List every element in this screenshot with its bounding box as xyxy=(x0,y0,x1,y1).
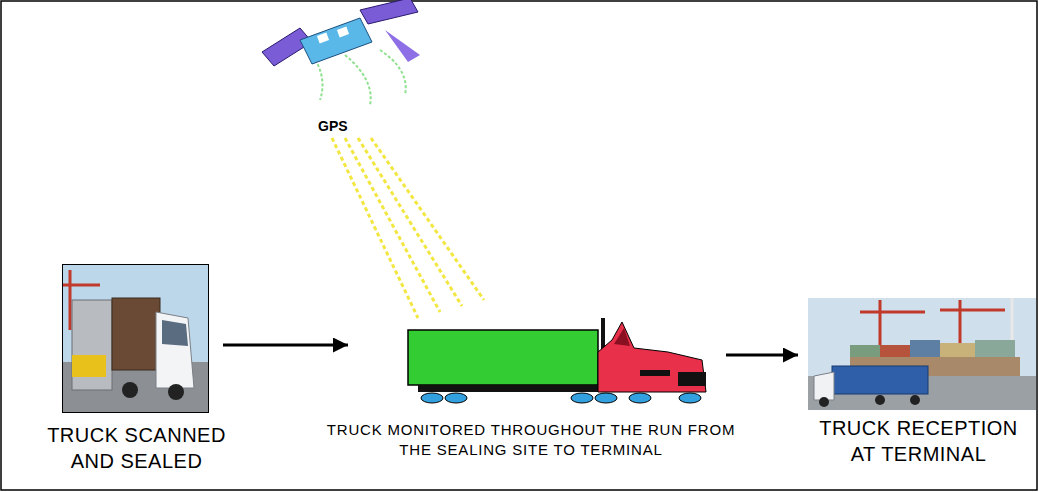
truck-cab xyxy=(814,372,834,400)
wheel xyxy=(875,395,885,405)
scanner-gate xyxy=(72,300,112,390)
gps-beams xyxy=(332,138,484,318)
terminal-photo xyxy=(808,298,1036,410)
bumper xyxy=(678,372,706,386)
scanner-band xyxy=(72,355,106,377)
container-stack xyxy=(910,340,940,357)
satellite xyxy=(262,0,420,105)
photo-box: TRUCK RECEPTION AT TERMINAL xyxy=(800,297,1037,411)
truck-illustration xyxy=(408,318,706,403)
wheel xyxy=(629,393,651,403)
wheel xyxy=(819,397,829,407)
crane xyxy=(62,284,100,287)
truck-node: TRUCK MONITORED THROUGHOUT THE RUN FROM … xyxy=(350,300,712,410)
satellite-body xyxy=(300,18,372,64)
photo-box: TRUCK SCANNED AND SEALED xyxy=(62,264,209,413)
solar-panel xyxy=(360,0,418,24)
signal-arc xyxy=(380,50,406,95)
container xyxy=(832,366,928,394)
cab-window xyxy=(614,328,630,346)
wheel xyxy=(910,395,920,405)
satellite-detail xyxy=(337,27,349,38)
flow-arrow xyxy=(726,354,798,357)
crane xyxy=(860,311,925,314)
truck-cab xyxy=(598,322,706,392)
gps-label: GPS xyxy=(318,118,348,134)
truck-cab xyxy=(156,312,194,388)
fuel-tank xyxy=(640,370,670,376)
chassis xyxy=(418,385,603,392)
gps-beam xyxy=(358,138,462,306)
sky xyxy=(63,265,208,412)
trailer xyxy=(408,330,598,385)
container-stack xyxy=(975,340,1015,357)
wheel xyxy=(445,393,467,403)
container-stack xyxy=(880,345,910,357)
wheel xyxy=(122,382,138,398)
container xyxy=(112,298,160,370)
gps-beam xyxy=(371,138,484,300)
wheel xyxy=(679,393,701,403)
wheel xyxy=(168,384,184,400)
node-caption: TRUCK SCANNED AND SEALED xyxy=(29,422,244,474)
flow-arrow xyxy=(223,344,348,347)
wheel xyxy=(421,393,443,403)
node-caption: TRUCK MONITORED THROUGHOUT THE RUN FROM … xyxy=(311,420,751,459)
satellite-detail xyxy=(317,33,329,44)
crane xyxy=(69,270,72,330)
container-stack xyxy=(940,343,975,357)
wheel xyxy=(571,393,593,403)
wheel xyxy=(595,393,617,403)
gps-beam xyxy=(345,138,440,312)
signal-arc xyxy=(345,55,371,105)
antenna xyxy=(385,30,420,62)
sky xyxy=(808,298,1036,410)
scanning-photo xyxy=(62,265,208,412)
crane xyxy=(940,309,1005,312)
container-stack xyxy=(850,345,880,357)
node-caption: TRUCK RECEPTION AT TERMINAL xyxy=(809,415,1029,467)
windshield xyxy=(162,320,188,346)
